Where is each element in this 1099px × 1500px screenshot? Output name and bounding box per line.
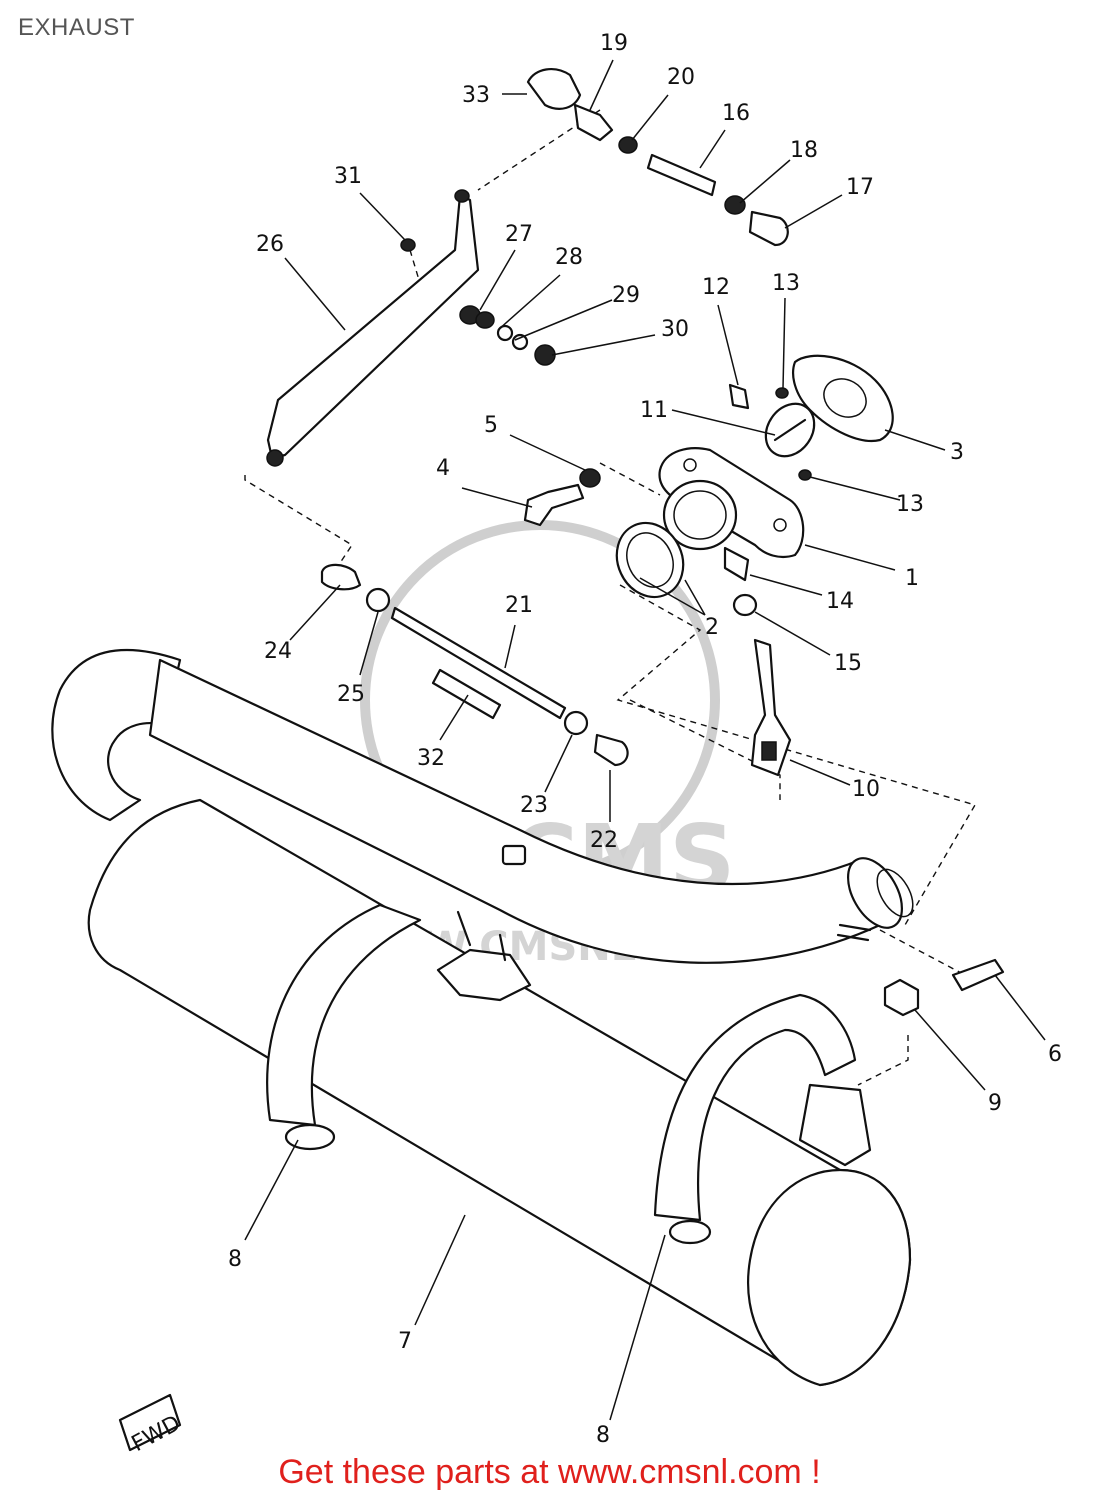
callout-12: 12 — [702, 275, 730, 300]
callout-18: 18 — [790, 138, 818, 163]
leader-lines — [244, 59, 1046, 1421]
callout-6: 6 — [1048, 1042, 1062, 1067]
footer-link[interactable]: Get these parts at www.cmsnl.com ! — [278, 1453, 821, 1491]
callout-2: 2 — [705, 615, 719, 640]
callout-33: 33 — [462, 83, 490, 108]
callout-5: 5 — [484, 413, 498, 438]
callout-8-bottom: 8 — [596, 1423, 610, 1448]
callout-3: 3 — [950, 440, 964, 465]
callout-11: 11 — [640, 398, 668, 423]
callout-22: 22 — [590, 828, 618, 853]
callout-19: 19 — [600, 31, 628, 56]
callout-23: 23 — [520, 793, 548, 818]
exhaust-flange — [658, 354, 894, 559]
callout-7: 7 — [398, 1329, 412, 1354]
fwd-marker: FWD — [118, 1393, 185, 1457]
callout-17: 17 — [846, 175, 874, 200]
callout-25: 25 — [337, 682, 365, 707]
callout-26: 26 — [256, 232, 284, 257]
gasket-rings — [615, 521, 685, 599]
callout-10: 10 — [852, 777, 880, 802]
callout-32: 32 — [417, 746, 445, 771]
callout-13-top: 13 — [772, 271, 800, 296]
callout-14: 14 — [826, 589, 854, 614]
callout-13-bottom: 13 — [896, 492, 924, 517]
callout-31: 31 — [334, 164, 362, 189]
callout-1: 1 — [905, 566, 919, 591]
callout-15: 15 — [834, 651, 862, 676]
callout-labels: 1 2 3 4 5 6 7 8 8 9 10 11 12 13 13 14 15… — [228, 31, 1062, 1448]
callout-27: 27 — [505, 222, 533, 247]
page-title: EXHAUST — [18, 14, 135, 41]
callout-30: 30 — [661, 317, 689, 342]
callout-24: 24 — [264, 639, 292, 664]
callout-29: 29 — [612, 283, 640, 308]
callout-20: 20 — [667, 65, 695, 90]
callout-4: 4 — [436, 456, 450, 481]
muffler-bands — [266, 903, 872, 1245]
callout-9: 9 — [988, 1091, 1002, 1116]
callout-28: 28 — [555, 245, 583, 270]
pipe-bracket — [436, 910, 532, 1002]
callout-8-left: 8 — [228, 1247, 242, 1272]
exhaust-pipe — [51, 648, 914, 964]
small-parts — [266, 68, 1005, 1017]
callout-16: 16 — [722, 101, 750, 126]
callout-21: 21 — [505, 593, 533, 618]
